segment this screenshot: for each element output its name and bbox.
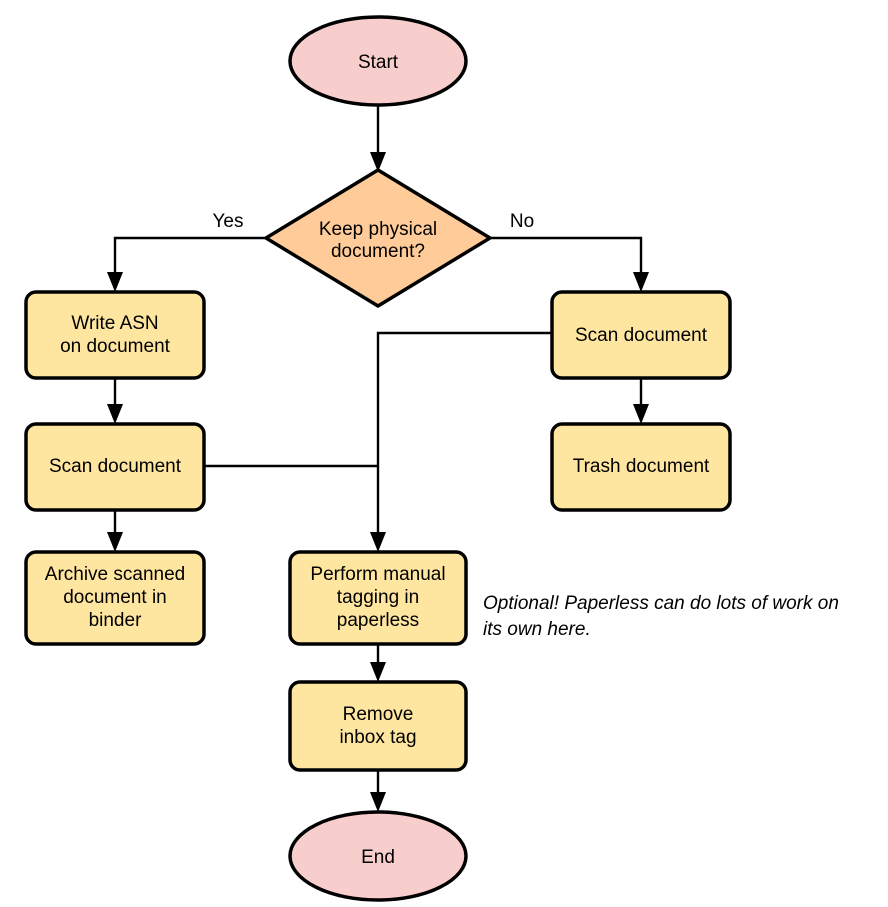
start-ellipse[interactable] xyxy=(288,15,468,107)
node-trash-document[interactable]: Trash document xyxy=(550,422,732,512)
arrowhead-icon xyxy=(633,404,649,424)
node-perform-manual-tagging[interactable]: Perform manual tagging in paperless xyxy=(288,550,468,646)
arrowhead-icon xyxy=(633,272,649,292)
node-scan-document-right-label: Scan document xyxy=(575,325,708,346)
node-tagging-label-line2: tagging in xyxy=(337,587,419,608)
node-remove-inbox-label-line1: Remove xyxy=(343,704,414,725)
node-end-label: End xyxy=(361,847,395,868)
node-write-asn-label-line2: on document xyxy=(60,336,171,357)
arrowhead-icon xyxy=(370,152,386,172)
process-box[interactable] xyxy=(24,290,206,380)
edge-write-asn-to-scan-left xyxy=(107,378,123,424)
process-box[interactable] xyxy=(550,422,732,512)
edge-scan-right-to-tagging xyxy=(370,331,552,552)
edge-label-no: No xyxy=(510,211,534,232)
node-scan-document-right[interactable]: Scan document xyxy=(550,290,732,380)
process-box[interactable] xyxy=(288,550,468,646)
node-start-label: Start xyxy=(358,52,399,73)
node-tagging-label-line3: paperless xyxy=(337,610,419,631)
edge-scan-left-to-archive xyxy=(107,510,123,552)
arrowhead-icon xyxy=(107,532,123,552)
node-decision-label-line2: document? xyxy=(331,241,425,262)
process-box[interactable] xyxy=(288,680,468,772)
note-line1: Optional! Paperless can do lots of work … xyxy=(483,593,839,614)
node-end[interactable]: End xyxy=(288,810,468,902)
node-scan-document-left-label: Scan document xyxy=(49,456,182,477)
node-write-asn-on-document[interactable]: Write ASN on document xyxy=(24,290,206,380)
arrowhead-icon xyxy=(370,792,386,812)
edge-tagging-to-remove-inbox xyxy=(370,644,386,682)
process-box[interactable] xyxy=(550,290,732,380)
decision-diamond[interactable] xyxy=(264,168,492,308)
edge-start-to-decision xyxy=(370,104,386,172)
edge-scan-right-to-trash xyxy=(633,378,649,424)
edge-decision-yes-to-write-asn: Yes xyxy=(107,211,266,292)
node-decision-keep-physical-document[interactable]: Keep physical document? xyxy=(264,168,492,308)
note-line2: its own here. xyxy=(483,619,591,640)
arrowhead-icon xyxy=(107,404,123,424)
edge-line xyxy=(490,236,643,279)
node-archive-label-line3: binder xyxy=(89,610,142,631)
process-box[interactable] xyxy=(24,550,206,646)
node-trash-document-label: Trash document xyxy=(573,456,710,477)
node-decision-label-line1: Keep physical xyxy=(319,219,437,240)
edge-decision-no-to-scan-right: No xyxy=(490,211,649,292)
arrowhead-icon xyxy=(107,272,123,292)
node-archive-scanned-document[interactable]: Archive scanned document in binder xyxy=(24,550,206,646)
edge-line xyxy=(376,331,552,539)
arrowhead-icon xyxy=(370,662,386,682)
edge-label-yes: Yes xyxy=(213,211,244,232)
node-remove-inbox-tag[interactable]: Remove inbox tag xyxy=(288,680,468,772)
node-write-asn-label-line1: Write ASN xyxy=(71,313,158,334)
node-scan-document-left[interactable]: Scan document xyxy=(24,422,206,512)
node-start[interactable]: Start xyxy=(288,15,468,107)
node-archive-label-line1: Archive scanned xyxy=(45,564,185,585)
node-archive-label-line2: document in xyxy=(63,587,167,608)
process-box[interactable] xyxy=(24,422,206,512)
annotation-note-optional: Optional! Paperless can do lots of work … xyxy=(483,593,839,640)
node-remove-inbox-label-line2: inbox tag xyxy=(339,727,416,748)
edge-remove-inbox-to-end xyxy=(370,770,386,812)
end-ellipse[interactable] xyxy=(288,810,468,902)
arrowhead-icon xyxy=(370,532,386,552)
edge-line xyxy=(113,236,266,279)
node-tagging-label-line1: Perform manual xyxy=(310,564,445,585)
